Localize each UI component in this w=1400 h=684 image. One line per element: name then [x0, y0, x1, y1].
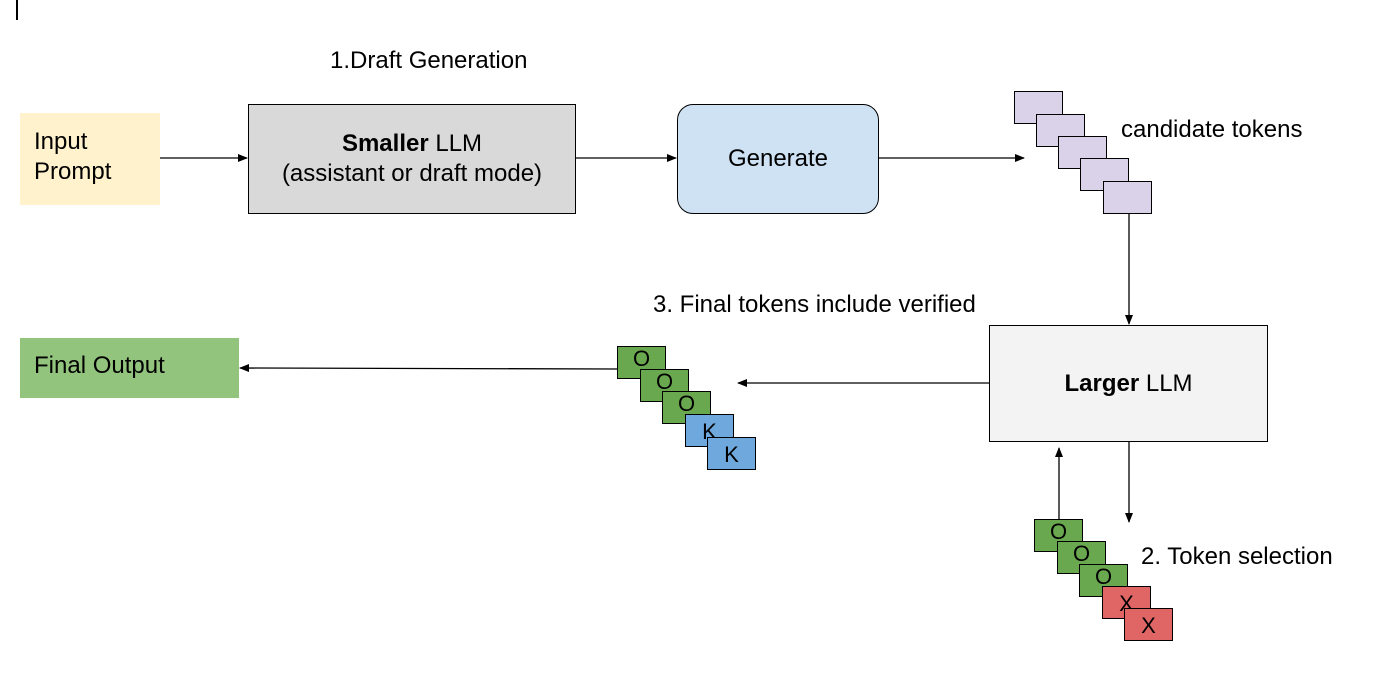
larger-llm-bold: Larger	[1064, 369, 1140, 397]
final-output-box: Final Output	[20, 338, 239, 398]
larger-llm-box: Larger LLM	[989, 325, 1268, 442]
smaller-llm-subtitle: (assistant or draft mode)	[281, 160, 543, 187]
smaller-llm-rest: LLM	[428, 130, 483, 157]
candidate-tokens-label: candidate tokens	[1121, 116, 1303, 143]
step1-label: 1.Draft Generation	[330, 47, 528, 74]
input-line2: Prompt	[34, 158, 112, 185]
arrow-final-tokens-to-output	[239, 364, 618, 373]
smaller-llm-title: Smaller LLM	[342, 129, 482, 159]
text-cursor	[16, 0, 18, 20]
larger-llm-title: Larger LLM	[1064, 370, 1192, 398]
final-token-accepted: O	[662, 391, 711, 424]
generate-label: Generate	[727, 145, 829, 172]
input-line1: Input	[34, 128, 88, 155]
step2-label: 2. Token selection	[1141, 543, 1333, 570]
candidate-token	[1103, 181, 1152, 214]
generate-box: Generate	[677, 104, 879, 214]
selection-token-rejected: X	[1124, 608, 1173, 641]
final-token-kept: K	[707, 437, 756, 470]
input-prompt-box: Input Prompt	[20, 113, 160, 205]
smaller-llm-box: Smaller LLM (assistant or draft mode)	[248, 104, 576, 214]
smaller-llm-bold: Smaller	[341, 130, 429, 157]
final-output-label: Final Output	[34, 352, 165, 379]
input-prompt-label: Input Prompt	[34, 127, 111, 187]
selection-token-accepted: O	[1079, 564, 1128, 597]
larger-llm-rest: LLM	[1139, 369, 1193, 397]
step3-label: 3. Final tokens include verified	[653, 291, 976, 318]
